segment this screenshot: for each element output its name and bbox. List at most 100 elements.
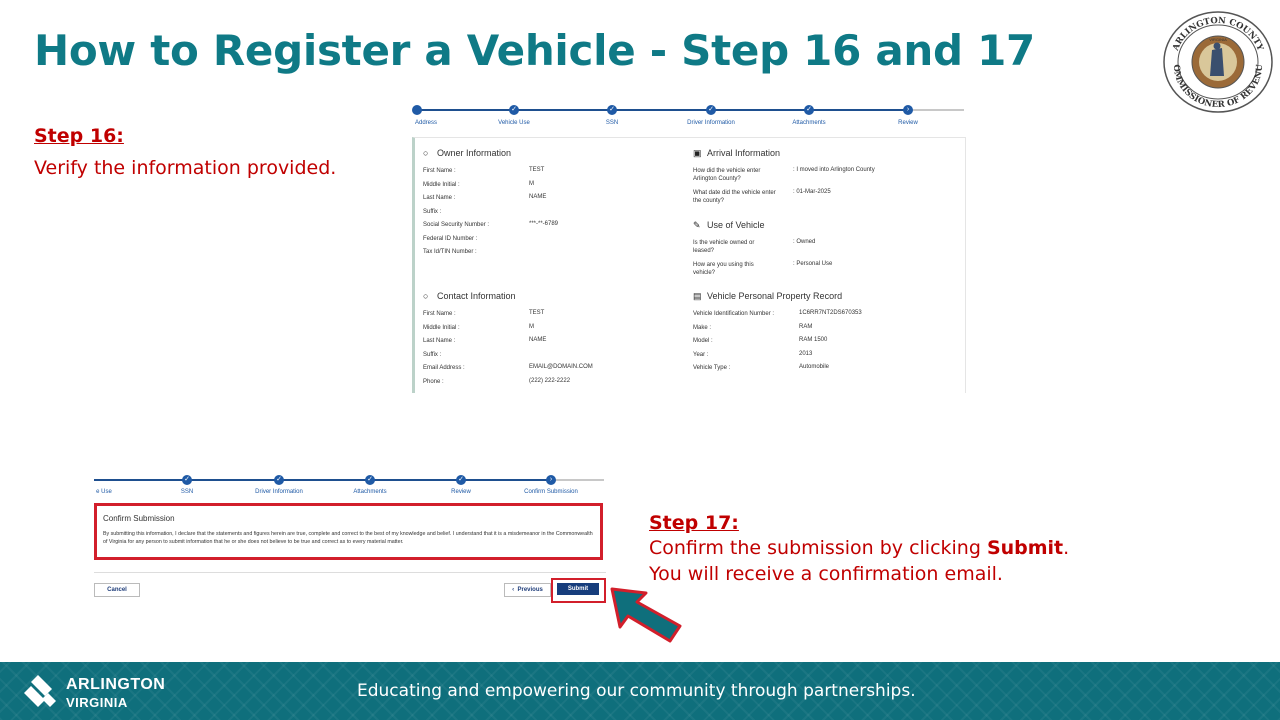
- pointer-arrow-icon: [610, 587, 682, 643]
- owner-section-title: ○Owner Information: [423, 148, 512, 158]
- divider: [94, 572, 606, 573]
- chevron-right-icon: ›: [903, 105, 913, 115]
- field-value: RAM: [799, 324, 813, 330]
- submit-button[interactable]: Submit: [557, 583, 599, 595]
- page-title: How to Register a Vehicle - Step 16 and …: [34, 26, 1035, 75]
- check-icon: ✓: [274, 475, 284, 485]
- field-label: Suffix :: [423, 352, 442, 358]
- field-value: TEST: [529, 310, 545, 316]
- confirm-title: Confirm Submission: [103, 514, 175, 523]
- field-label: What date did the vehicle enter the coun…: [693, 190, 776, 204]
- field-value: TEST: [529, 167, 545, 173]
- map-icon: ▣: [693, 148, 702, 158]
- field-value: NAME: [529, 337, 547, 343]
- field-value: : Personal Use: [793, 261, 833, 267]
- progress-bar: ✓ ✓ ✓ ✓ › Address Vehicle Use SSN Driver…: [410, 100, 966, 130]
- step16-heading: Step 16:: [34, 125, 124, 147]
- progress-label[interactable]: Driver Information: [255, 489, 303, 495]
- field-value: : I moved into Arlington County: [793, 167, 875, 173]
- check-icon: ✓: [706, 105, 716, 115]
- field-value: ***-**-6789: [529, 221, 559, 227]
- person-icon: ○: [423, 291, 429, 301]
- field-label: Model :: [693, 338, 713, 344]
- confirm-declaration: By submitting this information, I declar…: [103, 531, 593, 545]
- check-icon: ✓: [804, 105, 814, 115]
- review-screenshot: ✓ ✓ ✓ ✓ › Address Vehicle Use SSN Driver…: [410, 100, 966, 393]
- vppr-section-title: ▤Vehicle Personal Property Record: [693, 291, 843, 301]
- field-label: Email Address :: [423, 365, 465, 371]
- field-label: How are you using this vehicle?: [693, 262, 754, 276]
- field-label: Make :: [693, 325, 712, 331]
- field-label: Last Name :: [423, 195, 456, 201]
- field-label: Suffix :: [423, 209, 442, 215]
- check-icon: ✓: [365, 475, 375, 485]
- field-label: Last Name :: [423, 338, 456, 344]
- progress-label[interactable]: e Use: [96, 489, 112, 495]
- field-label: Phone :: [423, 379, 444, 385]
- footer-banner: ARLINGTON VIRGINIA Educating and empower…: [0, 662, 1280, 720]
- field-label: Federal ID Number :: [423, 236, 478, 242]
- field-label: Middle Initial :: [423, 325, 460, 331]
- footer-tagline: Educating and empowering our community t…: [357, 681, 916, 701]
- field-label: Vehicle Type :: [693, 365, 731, 371]
- step17-heading: Step 17:: [649, 512, 739, 534]
- field-value: M: [529, 324, 534, 330]
- check-icon: ✓: [182, 475, 192, 485]
- cancel-button[interactable]: Cancel: [94, 583, 140, 597]
- contact-section-title: ○Contact Information: [423, 291, 516, 301]
- review-summary-panel: ○Owner Information First Name : TEST Mid…: [412, 137, 966, 393]
- progress-label[interactable]: Confirm Submission: [524, 489, 578, 495]
- field-label: Tax Id/TIN Number :: [423, 249, 477, 255]
- field-value: 2013: [799, 351, 813, 357]
- car-icon: ▤: [693, 291, 702, 301]
- footer-brand-line2: VIRGINIA: [66, 695, 128, 710]
- progress-label[interactable]: Review: [898, 120, 918, 126]
- confirm-submission-panel: Confirm Submission By submitting this in…: [94, 503, 603, 560]
- progress-label[interactable]: SSN: [605, 120, 619, 126]
- field-label: Year :: [693, 352, 709, 358]
- field-value: : Owned: [793, 239, 816, 245]
- progress-label[interactable]: Vehicle Use: [498, 120, 530, 126]
- field-label: Vehicle Identification Number :: [693, 311, 775, 317]
- field-label: Middle Initial :: [423, 182, 460, 188]
- chevron-right-icon: ›: [546, 475, 556, 485]
- submit-highlight: Submit: [551, 578, 606, 603]
- field-label: Is the vehicle owned or leased?: [693, 240, 755, 254]
- field-value: RAM 1500: [799, 337, 828, 343]
- field-value: : 01-Mar-2025: [793, 189, 831, 195]
- previous-button[interactable]: ‹ Previous: [504, 583, 551, 597]
- progress-label[interactable]: Attachments: [353, 489, 387, 495]
- chevron-left-icon: ‹: [512, 587, 518, 593]
- county-seal-logo: ARLINGTON COUNTY COMMISSIONER OF REVENUE…: [1162, 10, 1273, 113]
- person-icon: ○: [423, 148, 429, 158]
- check-icon: ✓: [509, 105, 519, 115]
- step17-line2: You will receive a confirmation email.: [649, 563, 1003, 585]
- step17-line1: Confirm the submission by clicking Submi…: [649, 537, 1070, 559]
- confirm-screenshot: ✓ ✓ ✓ ✓ › e Use SSN Driver Information A…: [94, 470, 606, 603]
- progress-bar: ✓ ✓ ✓ ✓ › e Use SSN Driver Information A…: [94, 470, 606, 500]
- field-value: M: [529, 181, 534, 187]
- field-value: NAME: [529, 194, 547, 200]
- progress-label[interactable]: Review: [451, 489, 471, 495]
- progress-label[interactable]: Driver Information: [687, 120, 735, 126]
- pencil-icon: ✎: [693, 220, 701, 230]
- progress-step-icon: [412, 105, 422, 115]
- seal-inner-text: VIRGINIA: [1209, 37, 1227, 42]
- arlington-logo-icon: [24, 675, 56, 707]
- arrival-section-title: ▣Arrival Information: [693, 148, 781, 158]
- field-label: How did the vehicle enter Arlington Coun…: [693, 168, 761, 182]
- step16-text: Verify the information provided.: [34, 157, 337, 179]
- check-icon: ✓: [607, 105, 617, 115]
- use-section-title: ✎Use of Vehicle: [693, 220, 765, 230]
- progress-label[interactable]: Address: [414, 120, 438, 126]
- field-value: EMAIL@DOMAIN.COM: [529, 364, 593, 370]
- field-label: First Name :: [423, 311, 456, 317]
- field-label: Social Security Number :: [423, 222, 490, 228]
- field-value: Automobile: [799, 364, 830, 370]
- field-value: (222) 222-2222: [529, 378, 571, 384]
- footer-brand-line1: ARLINGTON: [66, 676, 166, 693]
- field-label: First Name :: [423, 168, 456, 174]
- progress-label[interactable]: Attachments: [792, 120, 826, 126]
- progress-label[interactable]: SSN: [180, 489, 194, 495]
- check-icon: ✓: [456, 475, 466, 485]
